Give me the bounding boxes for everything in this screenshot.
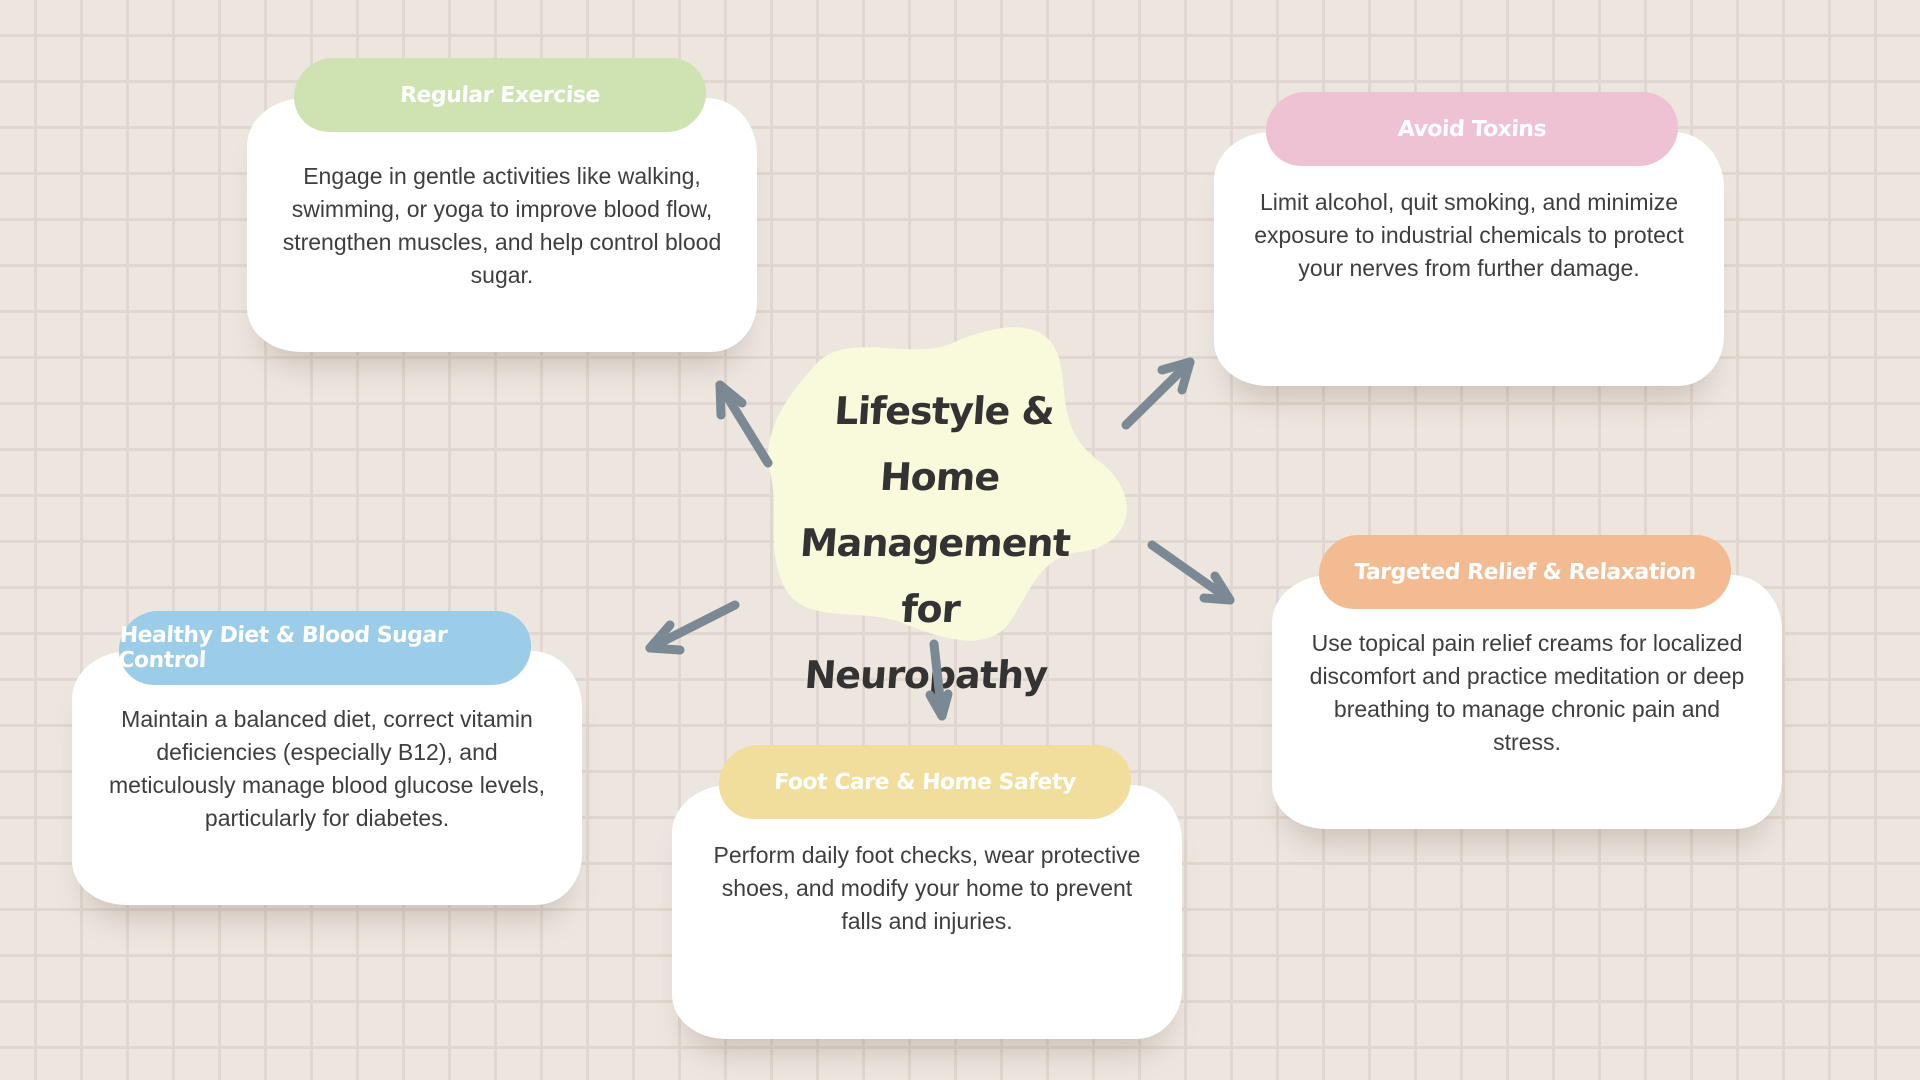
- central-title: Lifestyle & Home Management for Neuropat…: [768, 378, 1101, 708]
- card-regular-exercise: Regular Exercise Engage in gentle activi…: [247, 58, 757, 358]
- card-body: [247, 98, 757, 352]
- card-body: [1272, 575, 1782, 829]
- card-targeted-relief: Targeted Relief & Relaxation Use topical…: [1272, 535, 1782, 835]
- card-description: Perform daily foot checks, wear protecti…: [713, 842, 1141, 934]
- card-title: Targeted Relief & Relaxation: [1353, 559, 1697, 585]
- card-title: Healthy Diet & Blood Sugar Control: [117, 623, 448, 673]
- central-blob: [768, 327, 1127, 641]
- card-title: Foot Care & Home Safety: [773, 769, 1077, 795]
- card-title-pill: Regular Exercise: [292, 58, 708, 132]
- card-title-pill: Healthy Diet & Blood Sugar Control: [117, 611, 533, 685]
- arrow-to-targeted-relief: [1147, 540, 1235, 605]
- card-description: Limit alcohol, quit smoking, and minimiz…: [1254, 189, 1684, 281]
- card-body: [1214, 132, 1724, 386]
- card-avoid-toxins: Avoid Toxins Limit alcohol, quit smoking…: [1214, 92, 1724, 392]
- card-title-pill: Foot Care & Home Safety: [717, 745, 1133, 819]
- card-description: Engage in gentle activities like walking…: [282, 163, 722, 288]
- card-body: [672, 785, 1182, 1039]
- central-title-line-1: Lifestyle & Home: [833, 389, 1056, 499]
- card-description: Maintain a balanced diet, correct vitami…: [109, 706, 545, 831]
- central-title-line-2: Management for: [798, 521, 1072, 631]
- card-title: Regular Exercise: [399, 82, 601, 108]
- card-healthy-diet: Healthy Diet & Blood Sugar Control Maint…: [72, 611, 582, 911]
- card-title-pill: Targeted Relief & Relaxation: [1317, 535, 1733, 609]
- card-description: Use topical pain relief creams for local…: [1309, 630, 1745, 755]
- card-title: Avoid Toxins: [1397, 116, 1547, 142]
- central-title-line-3: Neuropathy: [803, 653, 1049, 697]
- card-body: [72, 651, 582, 905]
- card-title-pill: Avoid Toxins: [1264, 92, 1680, 166]
- central-blob-shape: [768, 327, 1127, 641]
- card-foot-care: Foot Care & Home Safety Perform daily fo…: [672, 745, 1182, 1045]
- arrow-to-healthy-diet: [645, 600, 740, 655]
